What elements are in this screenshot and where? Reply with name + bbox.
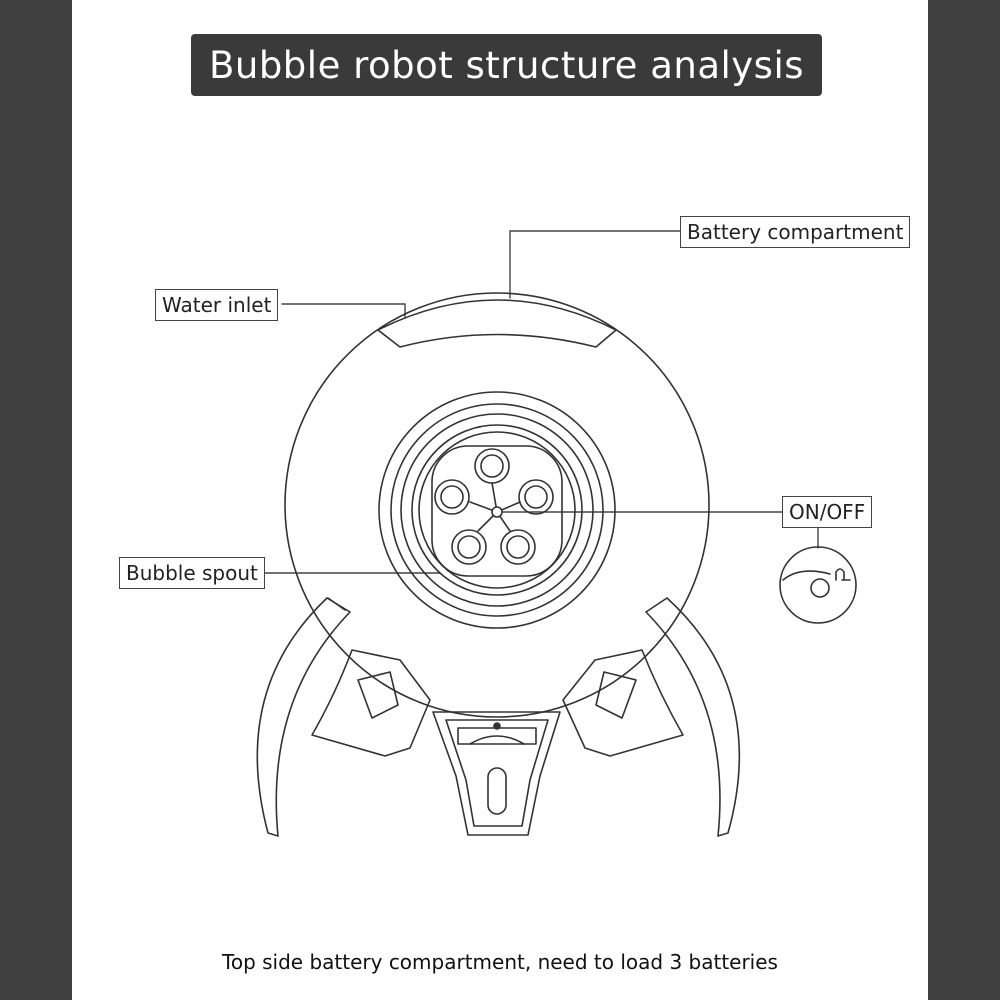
caption-text: Top side battery compartment, need to lo… (222, 950, 778, 974)
label-bubble-spout: Bubble spout (119, 557, 265, 589)
leader-battery (509, 230, 681, 299)
title-banner: Bubble robot structure analysis (191, 34, 822, 96)
power-switch-icon (779, 546, 857, 624)
robot-head (284, 292, 710, 718)
label-battery-compartment: Battery compartment (680, 216, 911, 248)
leader-water (281, 303, 406, 319)
page-title: Bubble robot structure analysis (208, 43, 805, 87)
bubble-spout-holes (434, 448, 554, 565)
left-leg (256, 597, 431, 837)
leader-lines (264, 230, 819, 574)
right-leg (562, 597, 741, 837)
label-on-off: ON/OFF (782, 496, 873, 528)
label-water-inlet: Water inlet (155, 289, 279, 321)
bottom-thruster (432, 711, 561, 836)
